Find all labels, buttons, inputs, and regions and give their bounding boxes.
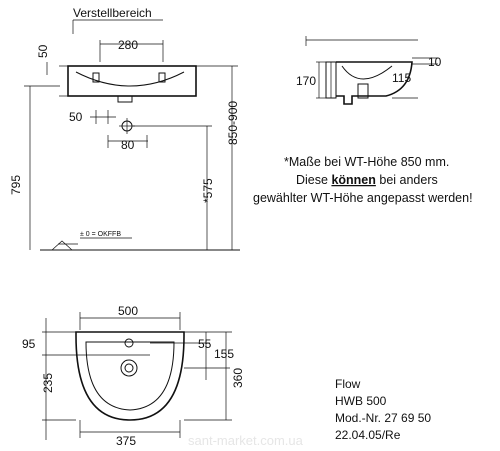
product-name: Flow (335, 377, 361, 391)
right-fixing-slot (158, 72, 166, 83)
watermark: sant-market.com.ua (188, 433, 304, 448)
label-verstellbereich: Verstellbereich (73, 6, 152, 20)
note-line-3: gewählter WT-Höhe angepasst werden! (253, 191, 473, 205)
drain-hole (120, 359, 138, 377)
drain-outlet (117, 95, 133, 103)
dim-55: 55 (198, 337, 212, 351)
note-line-2: Diese können bei anders (296, 173, 438, 187)
left-fixing-slot (92, 72, 100, 83)
dim-500: 500 (118, 304, 138, 318)
basin-front-outline (67, 65, 197, 97)
dim-115: 115 (392, 71, 411, 85)
dim-10: 10 (428, 55, 442, 69)
product-date: 22.04.05/Re (335, 428, 401, 442)
note-line-1: *Maße bei WT-Höhe 850 mm. (284, 155, 449, 169)
basin-side-outline (336, 61, 413, 105)
tap-hole (124, 338, 134, 348)
product-model: HWB 500 (335, 394, 387, 408)
top-view: 500 95 55 155 235 360 375 (22, 304, 245, 448)
product-mod-nr: Mod.-Nr. 27 69 50 (335, 411, 431, 425)
basin-top-outline (75, 331, 185, 421)
basin-bowl-outline (85, 341, 175, 411)
dim-360: 360 (231, 368, 245, 388)
dim-95: 95 (22, 337, 36, 351)
front-view: Verstellbereich 280 50 50 80 7 (9, 6, 240, 251)
dim-575: *575 (201, 178, 215, 203)
dim-50-side: 50 (69, 110, 83, 124)
dim-155: 155 (214, 347, 234, 361)
product-info: Flow HWB 500 Mod.-Nr. 27 69 50 22.04.05/… (335, 377, 431, 442)
floor-label: ± 0 = OKFFB (80, 231, 121, 238)
side-view: 170 10 115 (296, 36, 442, 105)
dim-850-900: 850-900 (226, 101, 240, 145)
dim-50-top: 50 (36, 44, 50, 58)
dim-80: 80 (121, 138, 135, 152)
dim-170: 170 (296, 74, 316, 88)
dim-375: 375 (116, 434, 136, 448)
note-block: *Maße bei WT-Höhe 850 mm. Diese können b… (253, 155, 473, 205)
dim-795: 795 (9, 175, 23, 195)
dim-280: 280 (118, 38, 138, 52)
dim-235: 235 (41, 373, 55, 393)
